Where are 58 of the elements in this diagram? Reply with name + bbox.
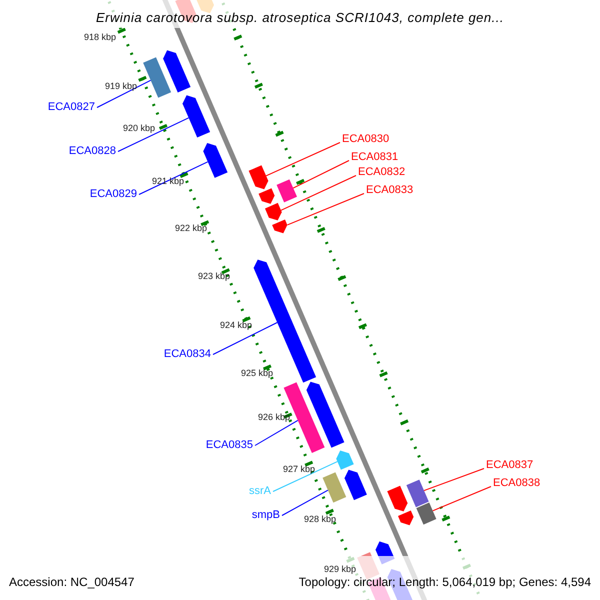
scale-label: 928 kbp xyxy=(304,515,336,524)
gene-feature xyxy=(306,382,344,448)
leader-line xyxy=(424,468,484,492)
genome-info-text: Topology: circular; Length: 5,064,019 bp; Genes: 4,594 xyxy=(298,576,591,588)
scale-label: 929 kbp xyxy=(324,565,356,574)
scale-label: 921 kbp xyxy=(152,177,184,186)
leader-line xyxy=(280,175,356,211)
gene-feature xyxy=(387,486,408,512)
gene-feature xyxy=(265,202,282,220)
scale-label: 922 kbp xyxy=(174,224,208,233)
gene-bar xyxy=(322,472,346,503)
gene-feature xyxy=(182,95,210,138)
scale-label: 923 kbp xyxy=(198,272,230,281)
gene-feature xyxy=(163,50,191,92)
gene-label: ECA0834 xyxy=(164,349,211,360)
leader-line xyxy=(118,117,190,152)
gene-bar xyxy=(406,480,429,508)
gene-feature xyxy=(398,510,414,526)
gene-bar xyxy=(143,57,172,98)
leader-line xyxy=(432,486,492,512)
scale-label: 924 kbp xyxy=(220,321,252,330)
gene-feature xyxy=(272,220,288,234)
leader-line xyxy=(286,193,364,226)
scale-label: 918 kbp xyxy=(84,33,116,42)
scale-label: 919 kbp xyxy=(104,82,138,91)
leader-line xyxy=(254,420,298,446)
title: Erwinia carotovora subsp. atroseptica SCRI1043, complete gen... xyxy=(96,11,504,24)
gene-label: ECA0830 xyxy=(342,134,390,145)
leader-line xyxy=(212,322,278,355)
gene-label: ECA0832 xyxy=(358,167,406,178)
scale-label: 927 kbp xyxy=(282,465,316,474)
leader-line xyxy=(138,161,208,195)
gene-label: ECA0829 xyxy=(90,189,137,200)
gene-label: ECA0837 xyxy=(486,460,534,471)
leader-line xyxy=(266,142,340,176)
gene-label: ECA0835 xyxy=(206,440,253,451)
scale-label: 920 kbp xyxy=(122,124,156,133)
leader-line xyxy=(272,461,338,492)
gene-label: ssrA xyxy=(249,486,271,497)
gene-label: ECA0833 xyxy=(366,185,414,196)
gene-feature xyxy=(336,450,354,470)
gene-feature xyxy=(258,188,275,204)
gene-bar xyxy=(276,179,297,202)
gene-label: smpB xyxy=(252,510,280,521)
gene-feature xyxy=(248,165,268,190)
gene-label: ECA0831 xyxy=(351,152,398,163)
leader-line xyxy=(282,490,328,516)
gene-feature xyxy=(344,470,367,500)
gene-bar xyxy=(416,502,436,525)
leader-line xyxy=(96,80,152,108)
gene-label: ECA0827 xyxy=(48,102,95,113)
scale-label: 925 kbp xyxy=(240,369,274,378)
gene-label: ECA0828 xyxy=(68,146,116,157)
accession-text: Accession: NC_004547 xyxy=(9,576,134,588)
gene-label: ECA0838 xyxy=(493,478,540,489)
leader-line xyxy=(292,160,350,189)
gene-feature xyxy=(203,143,228,178)
scale-label: 926 kbp xyxy=(258,413,290,422)
